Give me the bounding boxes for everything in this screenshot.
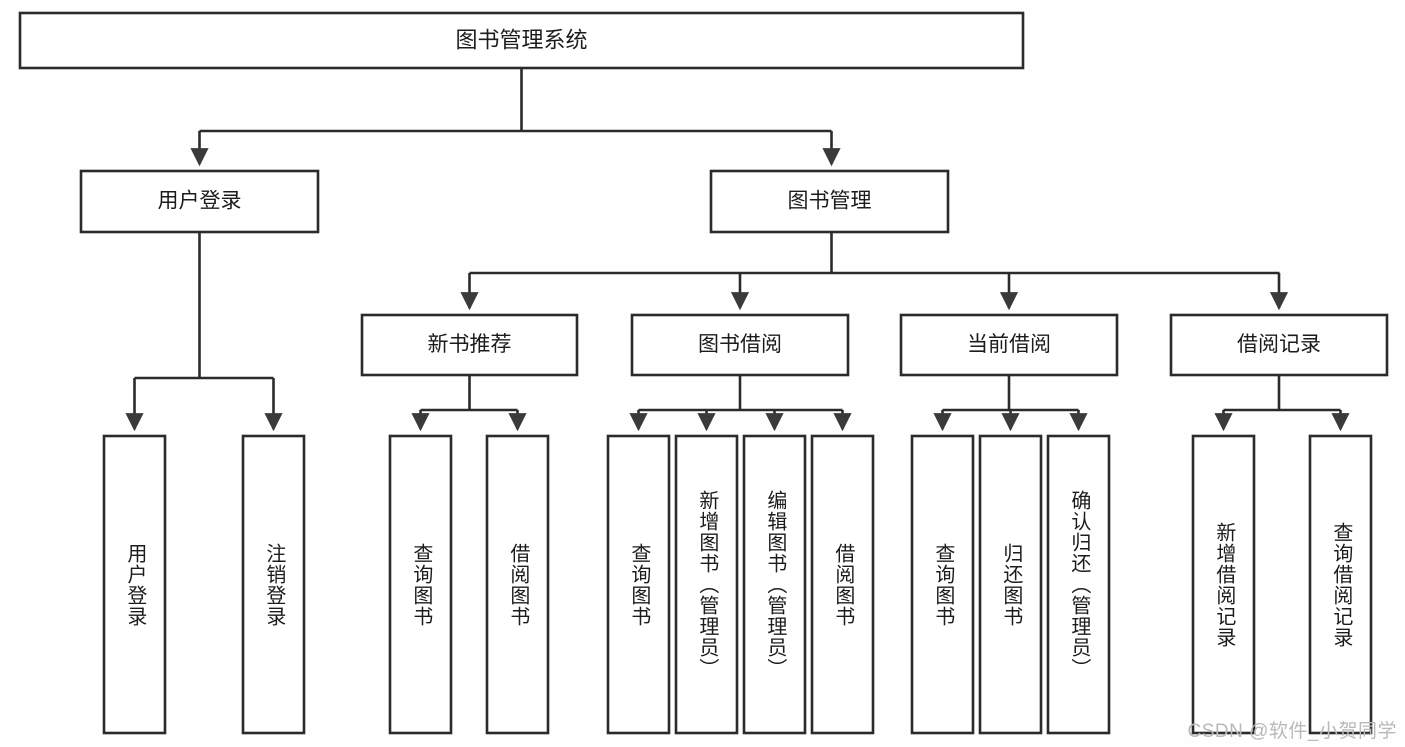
- leaf-box-borrow-book-2[interactable]: [810, 434, 875, 735]
- node-borrow-records-label: 借阅记录: [1237, 333, 1321, 356]
- node-user-login-label: 用户登录: [158, 190, 242, 213]
- leaf-box-query-book-2[interactable]: [606, 434, 671, 735]
- node-book-borrow-box[interactable]: [630, 313, 850, 377]
- node-layer: 图书管理系统 用户登录 图书管理 新书推荐 图书借阅 当前借阅 借阅记录: [18, 11, 1389, 735]
- leaf-box-query-book-1[interactable]: [388, 434, 453, 735]
- leaf-box-add-book-admin[interactable]: [674, 434, 739, 735]
- node-borrow-records-box[interactable]: [1169, 313, 1389, 377]
- node-book-management-box[interactable]: [709, 169, 950, 234]
- node-new-book-recommend-label: 新书推荐: [428, 333, 512, 356]
- node-book-management-label: 图书管理: [788, 190, 872, 213]
- node-new-book-recommend-box[interactable]: [360, 313, 579, 377]
- leaf-box-user-login[interactable]: [102, 434, 167, 735]
- leaf-box-logout[interactable]: [241, 434, 306, 735]
- csdn-watermark: CSDN @软件_小贺同学: [1187, 721, 1397, 742]
- leaf-box-borrow-book-1[interactable]: [485, 434, 550, 735]
- node-user-login-box[interactable]: [79, 169, 320, 234]
- node-book-borrow-label: 图书借阅: [698, 333, 782, 356]
- leaf-box-edit-book-admin[interactable]: [742, 434, 807, 735]
- node-root-box[interactable]: [18, 11, 1025, 70]
- leaf-box-query-borrow-record[interactable]: [1308, 434, 1373, 735]
- leaf-box-query-book-3[interactable]: [910, 434, 975, 735]
- leaf-box-add-borrow-record[interactable]: [1191, 434, 1256, 735]
- node-current-borrow-label: 当前借阅: [967, 333, 1051, 356]
- leaf-box-confirm-return-admin[interactable]: [1046, 434, 1111, 735]
- node-current-borrow-box[interactable]: [899, 313, 1119, 377]
- node-root-label: 图书管理系统: [455, 27, 587, 52]
- connector-layer: [125, 68, 1350, 432]
- leaf-box-return-book[interactable]: [978, 434, 1043, 735]
